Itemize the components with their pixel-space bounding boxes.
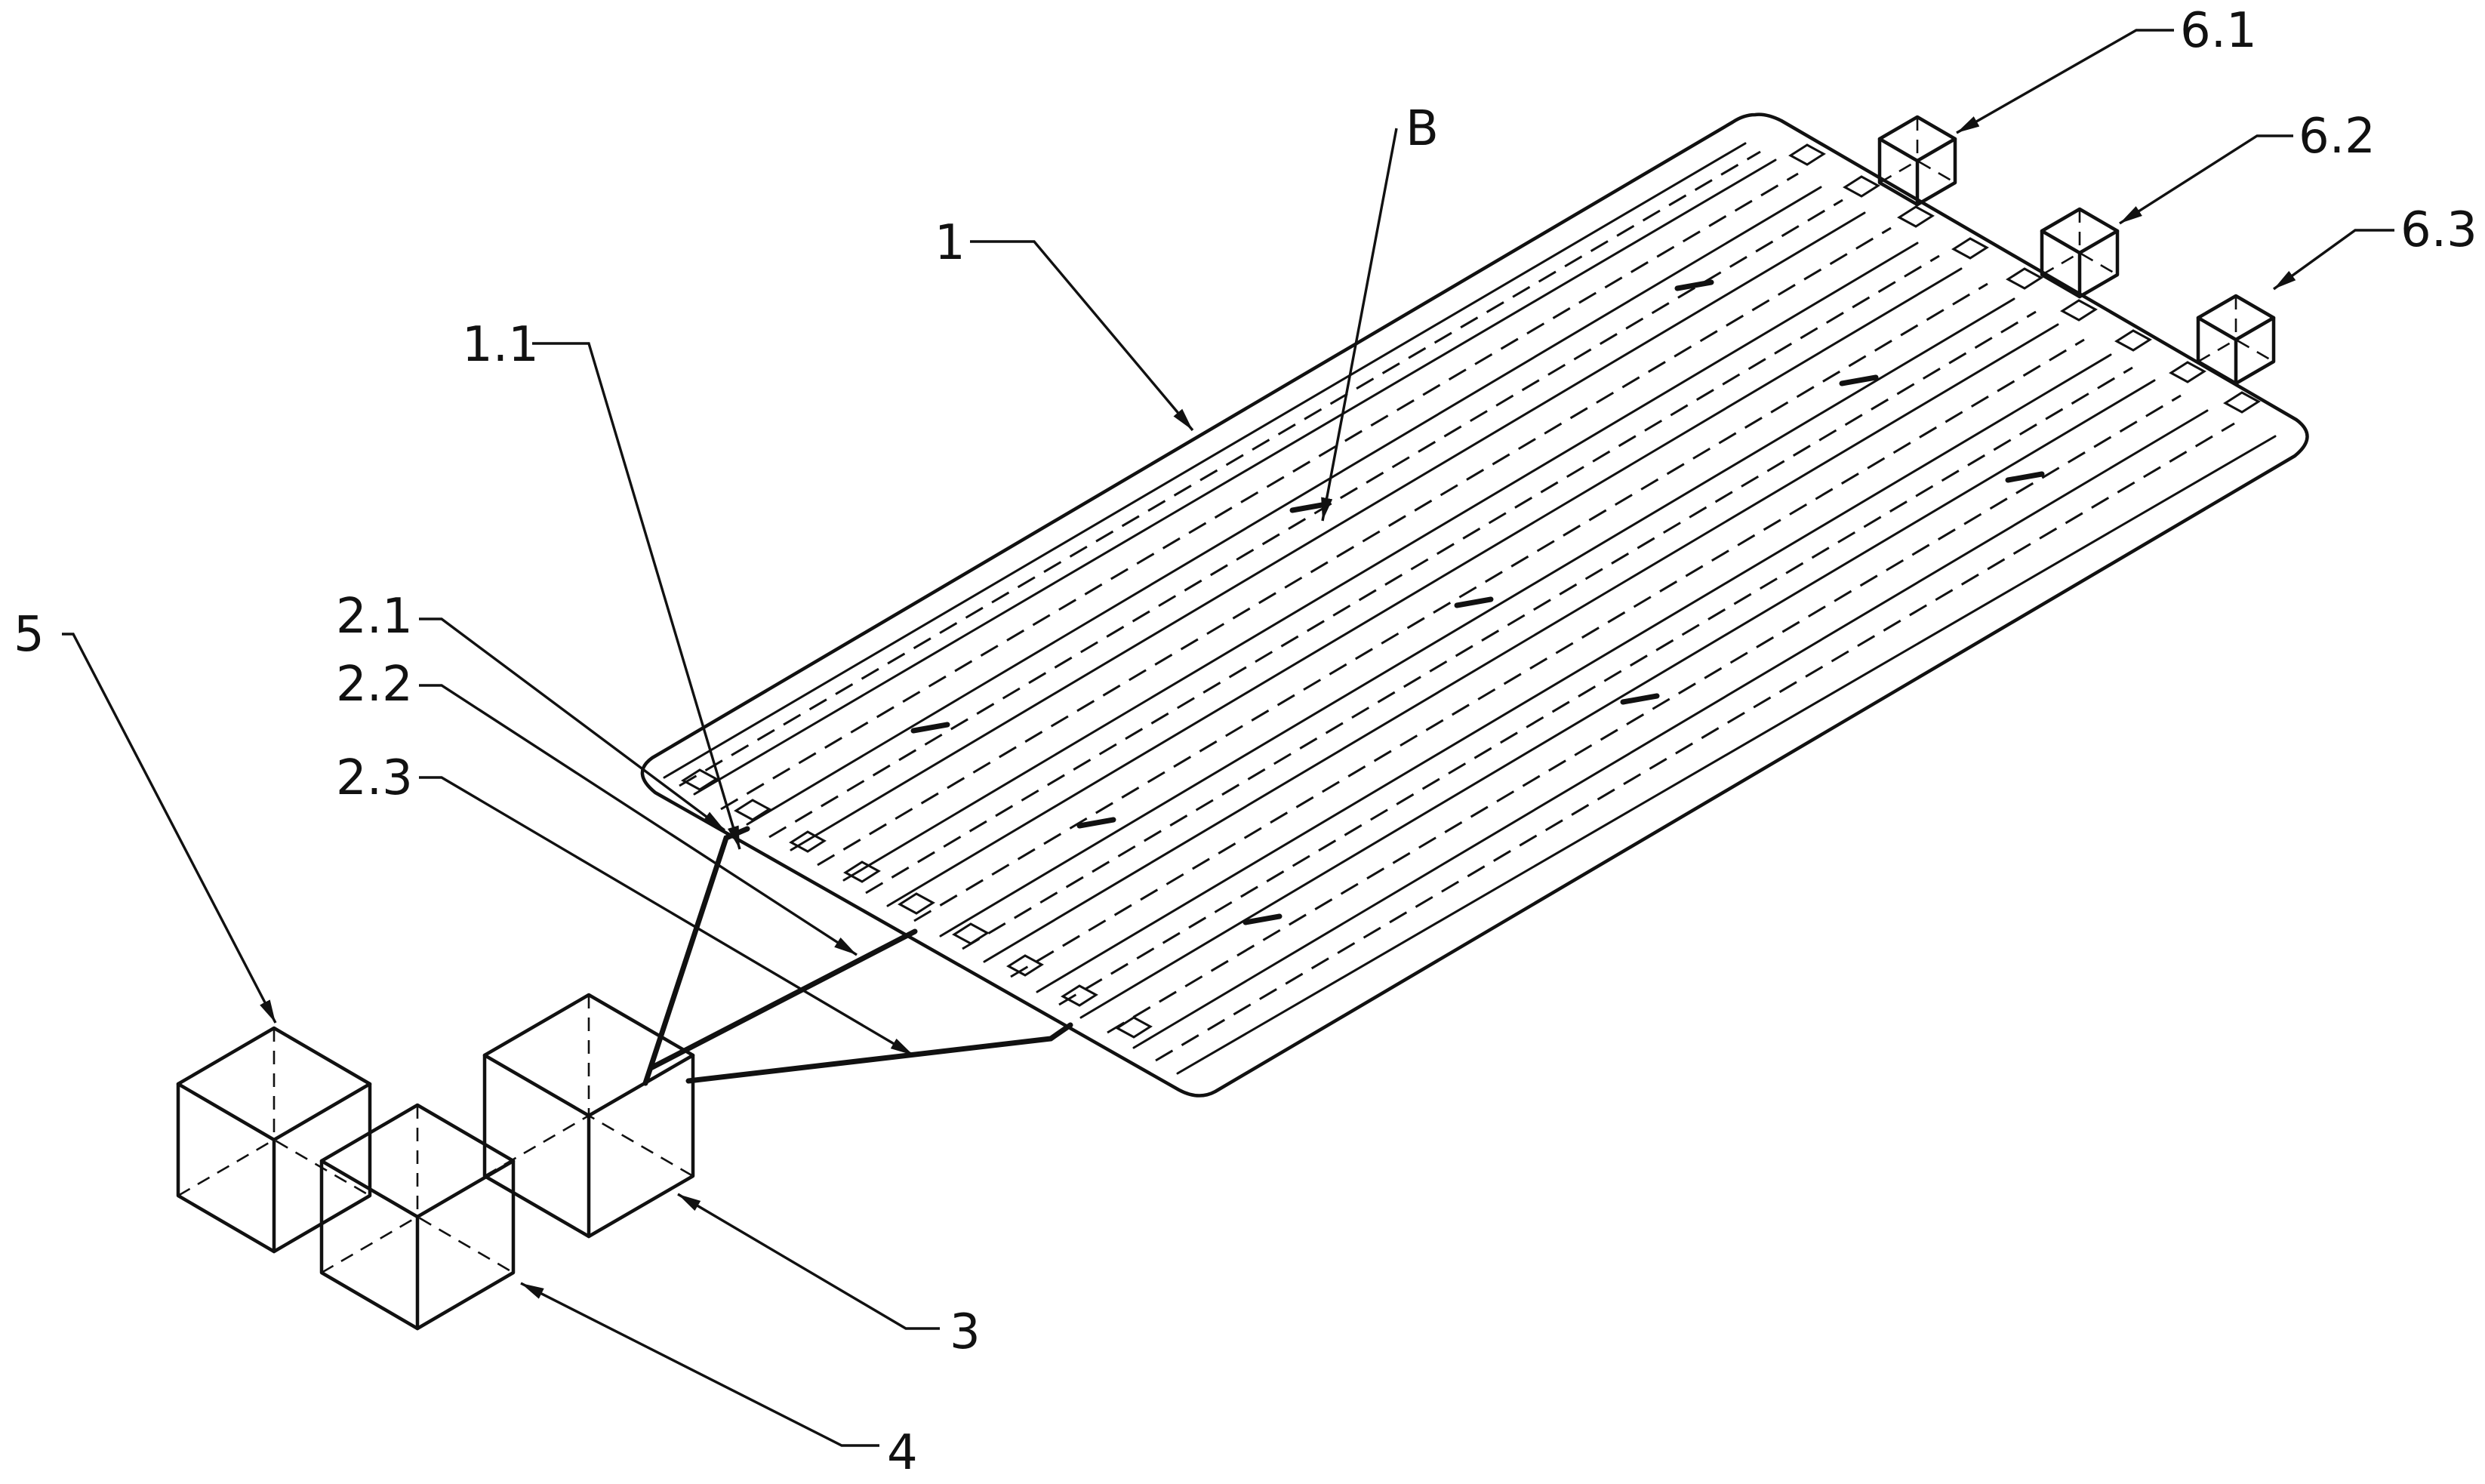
leader-lines bbox=[62, 29, 2394, 1447]
leader-2-2 bbox=[419, 684, 858, 956]
reference-labels: 1 1.1 B 2.1 2.2 2.3 3 4 5 6.1 6.2 6.3 bbox=[14, 3, 2477, 1481]
unit-6-3-cube bbox=[2196, 294, 2276, 386]
unit-3-cube bbox=[482, 993, 695, 1239]
label-1: 1 bbox=[935, 215, 965, 271]
leader-3 bbox=[677, 1193, 940, 1330]
leader-6-2 bbox=[2119, 134, 2293, 225]
label-6-2: 6.2 bbox=[2299, 109, 2376, 165]
unit-6-1-cube bbox=[1877, 115, 1957, 207]
panel-outline bbox=[640, 112, 2309, 1098]
label-6-3: 6.3 bbox=[2400, 202, 2477, 258]
leader-2-1 bbox=[419, 617, 726, 832]
panel-tubes bbox=[663, 142, 2277, 1075]
leader-2-3 bbox=[419, 776, 914, 1057]
label-2-1: 2.1 bbox=[336, 589, 413, 645]
label-b: B bbox=[1406, 101, 1439, 157]
unit-4-cube bbox=[319, 1103, 516, 1331]
line-2-3 bbox=[685, 1022, 1073, 1084]
label-2-2: 2.2 bbox=[336, 657, 413, 713]
label-3: 3 bbox=[950, 1304, 981, 1360]
leader-1 bbox=[970, 240, 1194, 432]
label-6-1: 6.1 bbox=[2180, 3, 2257, 59]
leader-5 bbox=[62, 633, 277, 1024]
label-2-3: 2.3 bbox=[336, 750, 413, 806]
label-5: 5 bbox=[14, 607, 45, 663]
connection-lines bbox=[642, 826, 1073, 1086]
heating-panel bbox=[640, 112, 2309, 1098]
unit-5-cube bbox=[176, 1026, 372, 1254]
leader-6-1 bbox=[1956, 29, 2174, 134]
label-4: 4 bbox=[887, 1425, 918, 1481]
leader-b bbox=[1321, 128, 1398, 522]
rear-manifold-fittings bbox=[1788, 143, 2261, 414]
front-manifold-fittings bbox=[681, 768, 1153, 1039]
leader-6-3 bbox=[2273, 229, 2394, 291]
line-2-1 bbox=[642, 826, 750, 1086]
sensor-marks bbox=[910, 279, 2045, 925]
unit-6-2-cube bbox=[2040, 207, 2120, 299]
line-2-2 bbox=[648, 928, 918, 1071]
leader-4 bbox=[520, 1282, 879, 1447]
label-1-1: 1.1 bbox=[462, 317, 539, 373]
leader-1-1 bbox=[532, 342, 741, 850]
